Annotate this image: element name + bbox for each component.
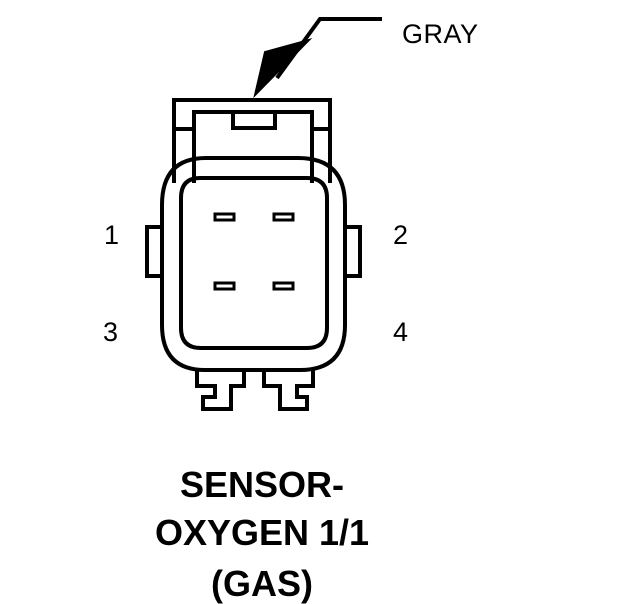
connector-bottom-guide-right	[262, 368, 315, 411]
connector-caption-line-3: (GAS)	[211, 563, 313, 604]
connector-latch-inner	[192, 110, 314, 183]
connector-side-tab-left	[145, 225, 162, 278]
connector-caption-line-1: SENSOR-	[179, 464, 345, 505]
connector-bottom-guide-left	[195, 368, 246, 411]
connector-latch	[172, 98, 332, 183]
connector-color-label: GRAY	[402, 19, 479, 49]
pin-cavity-4	[272, 281, 295, 291]
connector-face	[179, 176, 329, 350]
pin-label-3: 3	[103, 317, 119, 347]
pin-cavity-2	[272, 212, 295, 222]
pin-label-2: 2	[393, 220, 409, 250]
color-leader-arrowhead	[253, 38, 313, 99]
connector-body-outer	[160, 156, 347, 372]
pin-cavity-1	[213, 212, 236, 222]
connector-caption-line-2: OXYGEN 1/1	[154, 512, 370, 553]
pin-cavity-3	[213, 281, 236, 291]
pin-label-1: 1	[104, 220, 120, 250]
pin-label-4: 4	[393, 317, 409, 347]
connector-side-tab-right	[345, 225, 362, 278]
